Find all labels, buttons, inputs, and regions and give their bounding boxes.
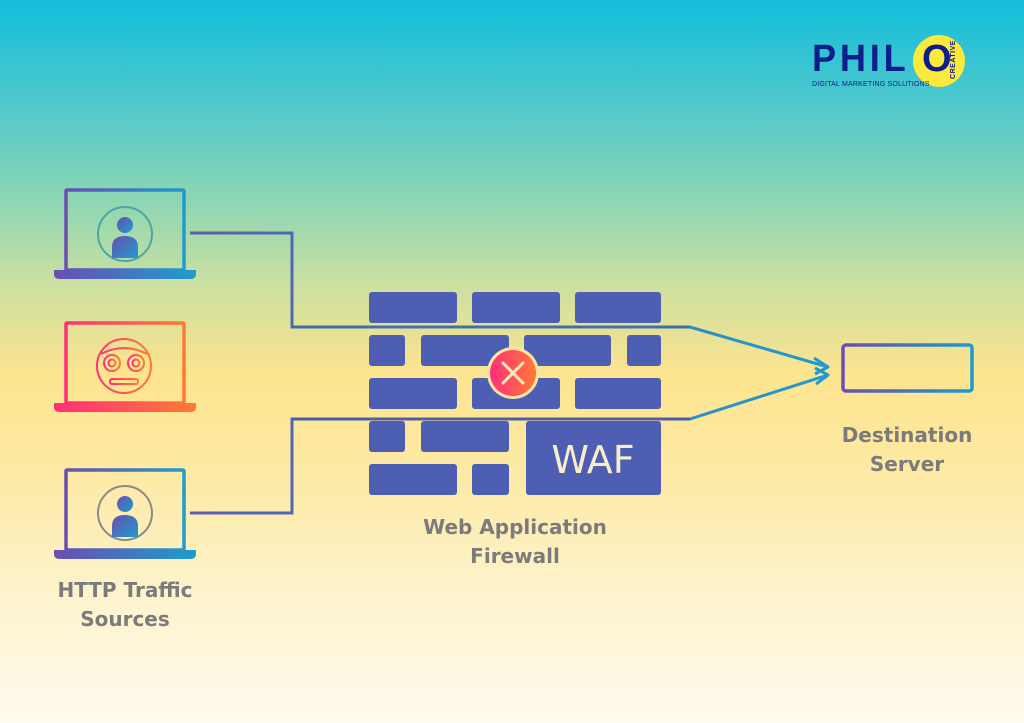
server-icon xyxy=(841,343,974,402)
source-laptop-user-2 xyxy=(54,468,196,559)
source-laptop-bot xyxy=(54,321,196,412)
bot-icon xyxy=(96,338,152,394)
brick xyxy=(575,378,661,409)
logo-circle xyxy=(913,35,965,87)
brick xyxy=(524,335,611,366)
source-laptop-user-1 xyxy=(54,188,196,279)
brick xyxy=(369,464,457,495)
firewall-label: Web Application Firewall xyxy=(395,513,635,571)
logo-sub-brand: CREATIVE xyxy=(949,40,957,79)
logo-brand-o: O xyxy=(922,38,952,80)
brick xyxy=(472,464,509,495)
logo-brand: PHIL xyxy=(812,38,910,80)
firewall-label-line1: Web Application xyxy=(423,515,607,539)
destination-label: Destination Server xyxy=(812,421,1002,479)
waf-badge: WAF xyxy=(551,438,634,482)
sources-label: HTTP Traffic Sources xyxy=(30,576,220,634)
user-icon xyxy=(97,485,153,541)
destination-label-line1: Destination xyxy=(841,423,973,447)
brick xyxy=(369,292,457,323)
brick xyxy=(369,335,405,366)
waf-block xyxy=(526,421,661,495)
philo-creative-logo: PHIL O CREATIVE DIGITAL MARKETING SOLUTI… xyxy=(810,34,970,94)
sources-label-line1: HTTP Traffic xyxy=(57,578,193,602)
destination-label-line2: Server xyxy=(869,452,945,476)
brick xyxy=(627,335,661,366)
firewall-wall xyxy=(369,292,661,495)
brick xyxy=(421,335,509,366)
brick xyxy=(575,292,661,323)
brick xyxy=(421,421,509,452)
brick xyxy=(472,292,560,323)
brick xyxy=(369,378,457,409)
arrowhead-bottom xyxy=(814,366,830,386)
sources-label-line2: Sources xyxy=(80,607,170,631)
firewall-label-line2: Firewall xyxy=(470,544,560,568)
user-icon xyxy=(97,206,153,262)
brick xyxy=(369,421,405,452)
x-circle-icon xyxy=(487,347,539,399)
logo-tagline: DIGITAL MARKETING SOLUTIONS xyxy=(812,81,930,88)
